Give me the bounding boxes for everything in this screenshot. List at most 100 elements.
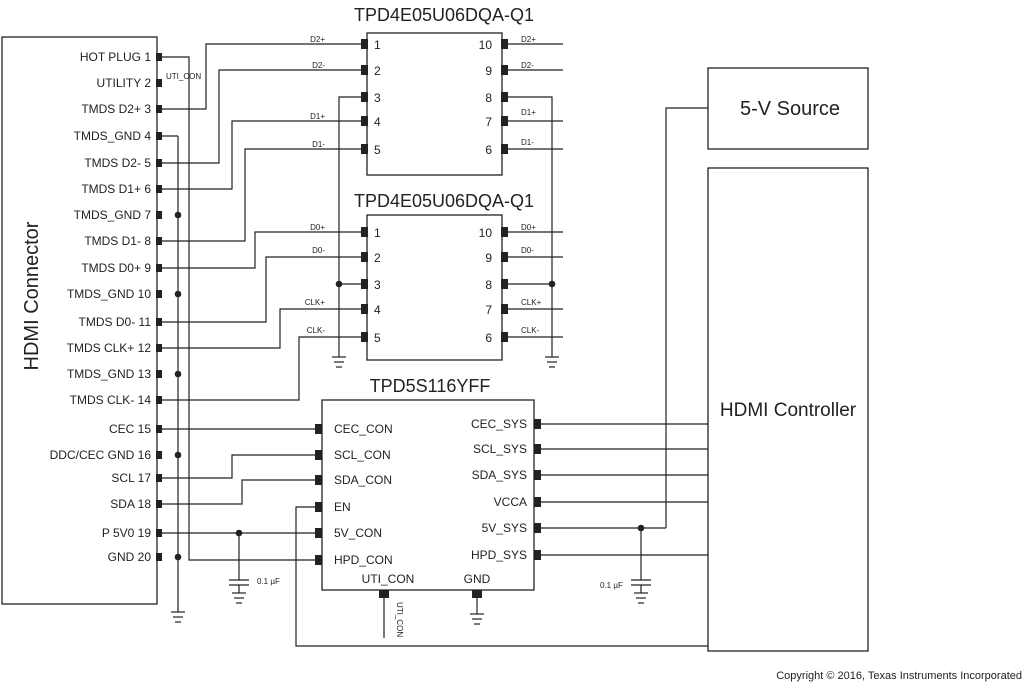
net-d1n [159,148,362,242]
chip-pin-number: 2 [374,64,381,78]
net-d0n [159,256,362,323]
chip-pin-number: 7 [485,303,492,317]
chip-pin-pad [501,39,508,49]
chip-pin-pad [361,332,368,342]
chip-pin-pad [361,227,368,237]
chip-pin-number: 3 [374,91,381,105]
tpd4e-top-box [366,32,503,176]
net-label: CLK+ [521,298,542,307]
chip-pin-label: SDA_CON [334,473,392,487]
hdmi-pin-label: TMDS_GND 4 [74,129,152,143]
chip-pin-pad [315,450,322,460]
chip-pin-label: GND [464,572,491,586]
chip-pin-pad [534,550,541,560]
chip-pin-number: 8 [485,278,492,292]
chip-pin-number: 1 [374,38,381,52]
five-volt-source-box [707,67,869,150]
hdmi-pin-label: CEC 15 [109,422,151,436]
tpd4e-top-title: TPD4E05U06DQA-Q1 [354,5,534,25]
chip-pin-label: SCL_CON [334,448,391,462]
hdmi-pin-pad [156,211,162,219]
net-label: D2- [312,61,325,70]
chip-pin-pad [501,92,508,102]
tpd4e-right-gnd-net [507,96,553,357]
hdmi-pin-pad [156,370,162,378]
net-d0p [159,231,362,269]
utility-net-label: UTI_CON [166,72,201,81]
hdmi-pin-pad [156,451,162,459]
cap-right-value: 0.1 µF [600,581,623,590]
chip-pin-number: 8 [485,91,492,105]
chip-pin-number: 9 [485,251,492,265]
junction-dot [548,280,556,288]
chip-pin-pad [361,65,368,75]
hdmi-pin-pad [156,290,162,298]
net-label: D2- [521,61,534,70]
chip-pin-pad [534,523,541,533]
net-label: CLK- [521,326,540,335]
net-d2n [159,69,362,164]
net-label: D1- [312,140,325,149]
chip-pin-pad [361,92,368,102]
tpd4e-left-gnd-net [338,96,362,357]
hdmi-pin-label: TMDS CLK+ 12 [67,341,152,355]
chip-pin-label: 5V_CON [334,526,382,540]
junction-dot [335,280,343,288]
chip-pin-pad [472,590,482,598]
hdmi-pin-label: TMDS CLK- 14 [70,393,152,407]
chip-pin-pad [315,555,322,565]
chip-pin-pad [501,304,508,314]
net-label: CLK+ [305,298,326,307]
chip-pin-pad [315,502,322,512]
hdmi-pin-label: TMDS D1+ 6 [81,182,151,196]
chip-pin-number: 10 [479,38,493,52]
hdmi-connector-pins: HOT PLUG 1 UTILITY 2 TMDS D2+ 3 TMDS_GND 4 T… [50,50,162,564]
tpd5s-box [321,399,535,591]
hdmi-pin-label: TMDS D1- 8 [84,234,151,248]
chip-pin-pad [534,419,541,429]
chip-pin-label: CEC_CON [334,422,393,436]
hdmi-pin-label: HOT PLUG 1 [80,50,151,64]
hdmi-pin-label: UTILITY 2 [97,76,152,90]
chip-pin-pad [361,144,368,154]
uti-con-net-label: UTI_CON [395,602,404,637]
net-clkn [159,336,362,401]
net-d2p [159,43,362,110]
net-d1p [159,120,362,190]
chip-pin-number: 9 [485,64,492,78]
net-label: D0- [521,246,534,255]
chip-pin-pad [379,590,389,598]
hdmi-connector-title: HDMI Connector [21,221,43,370]
junction-dot [174,370,182,378]
chip-pin-pad [315,528,322,538]
cap-left-value: 0.1 µF [257,577,280,586]
hdmi-pin-label: TMDS D0- 11 [79,315,152,329]
net-label: D0+ [521,223,536,232]
net-5v-source [665,107,708,528]
five-volt-source-label: 5-V Source [740,98,840,120]
hot-plug-net [159,56,316,561]
chip-pin-label: UTI_CON [362,572,415,586]
hdmi-connector-box [1,36,158,605]
junction-dot [174,553,182,561]
junction-dot [174,211,182,219]
hdmi-pin-label: TMDS D0+ 9 [81,261,151,275]
net-en [295,506,708,647]
chip-pin-label: SCL_SYS [473,442,527,456]
chip-pin-number: 10 [479,226,493,240]
chip-pin-number: 6 [485,143,492,157]
hdmi-controller-label: HDMI Controller [720,400,857,421]
chip-pin-pad [501,332,508,342]
chip-pin-pad [361,279,368,289]
chip-pin-pad [315,475,322,485]
chip-pin-label: HPD_SYS [471,548,527,562]
hdmi-pin-label: TMDS D2+ 3 [81,102,151,116]
chip-pin-pad [501,252,508,262]
hdmi-pin-label: P 5V0 19 [102,526,151,540]
hdmi-pin-label: SDA 18 [110,497,151,511]
chip-pin-number: 3 [374,278,381,292]
chip-pin-pad [501,227,508,237]
net-label: D1+ [310,112,325,121]
